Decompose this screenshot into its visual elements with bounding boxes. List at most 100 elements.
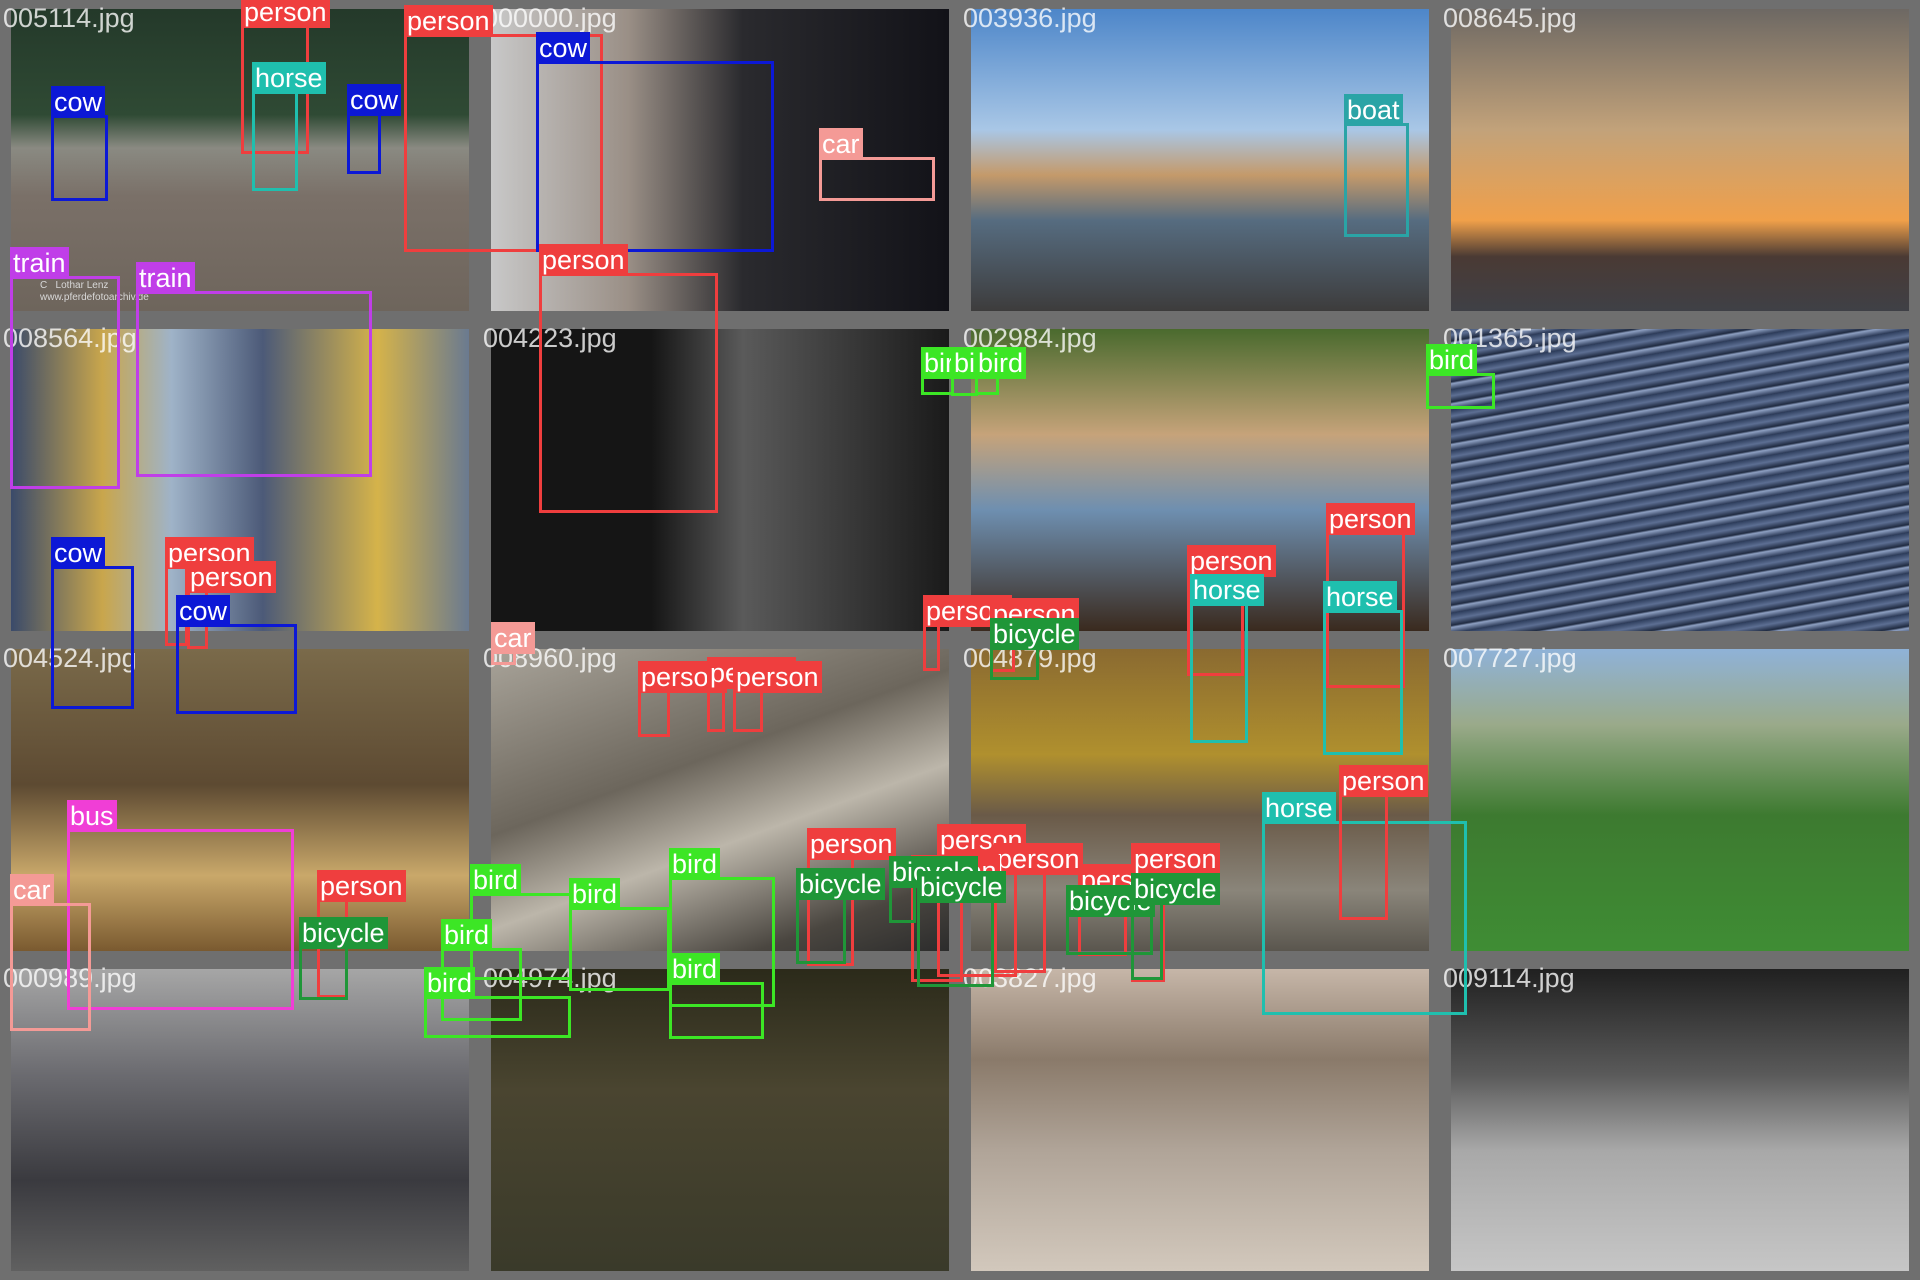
detection-box-bird: bird <box>975 347 1027 395</box>
detection-box-train: train <box>136 262 372 477</box>
detection-box-person: person <box>807 828 896 966</box>
detection-label: person <box>404 5 493 37</box>
detection-label: person <box>1187 545 1276 577</box>
detection-label: bird <box>569 878 621 910</box>
detection-box-bicycle: bicycle <box>990 618 1079 680</box>
detection-box-cow: cow <box>51 537 134 709</box>
detection-box-person: person <box>539 244 718 513</box>
tile-photo <box>491 969 949 1271</box>
detection-label: bird <box>975 347 1027 379</box>
detection-label: person <box>539 244 628 276</box>
mosaic-tile: 005114.jpg C Lothar Lenz www.pferdefotoar… <box>0 0 480 320</box>
detection-label: bird <box>1426 344 1478 376</box>
detection-box-person: person <box>638 661 727 737</box>
detection-label: person <box>241 0 330 28</box>
detection-box-bird: bird <box>424 967 571 1038</box>
detection-label: bird <box>424 967 476 999</box>
detection-label: cow <box>176 595 231 627</box>
mosaic-tile: 003827.jpg <box>960 960 1440 1280</box>
detection-label: person <box>1131 843 1220 875</box>
detection-box-boat: boat <box>1344 94 1409 237</box>
detection-box-cow: cow <box>536 32 774 252</box>
detection-box-cow: cow <box>51 86 108 201</box>
tile-filename: 005114.jpg <box>3 3 135 33</box>
detection-label: bicycle <box>990 618 1079 650</box>
detection-box-bird: bird <box>1426 344 1495 409</box>
detection-box-bus: bus <box>67 800 294 1010</box>
detection-label: bird <box>669 848 721 880</box>
tile-filename: 007727.jpg <box>1443 643 1577 673</box>
detection-box-person: person <box>1326 503 1415 688</box>
detection-box-horse: horse <box>1190 574 1264 743</box>
detection-label: train <box>10 247 69 279</box>
tile-photo <box>11 9 469 311</box>
detection-label: bicycle <box>796 868 885 900</box>
tile-photo <box>971 9 1429 311</box>
detection-label: bicycle <box>1131 873 1220 905</box>
tile-photo <box>1451 969 1909 1271</box>
mosaic-tile: 004223.jpg <box>480 320 960 640</box>
detection-label: cow <box>51 537 106 569</box>
detection-box-bicycle: bicycle <box>1131 873 1220 980</box>
mosaic-tile: 000989.jpg <box>0 960 480 1280</box>
tile-photo <box>1451 9 1909 311</box>
mosaic-tile: 004974.jpg <box>480 960 960 1280</box>
detection-label: bird <box>470 864 522 896</box>
detection-box-person: person <box>707 657 796 732</box>
detection-box-person: person <box>994 843 1083 973</box>
tile-photo <box>971 969 1429 1271</box>
tile-filename: 003827.jpg <box>963 963 1097 993</box>
detection-label: person <box>1326 503 1415 535</box>
tile-filename: 004524.jpg <box>3 643 137 673</box>
mosaic-tile: 007727.jpg <box>1440 640 1920 960</box>
detection-box-cow: cow <box>347 84 402 174</box>
mosaic-tile: 008645.jpg <box>1440 0 1920 320</box>
detection-box-bicycle: bicycle <box>917 871 1006 987</box>
tile-filename: 000000.jpg <box>483 3 617 33</box>
tile-filename: 003936.jpg <box>963 3 1097 33</box>
detection-label: car <box>10 874 54 906</box>
detection-box-person: person <box>923 595 1012 671</box>
detection-box-cow: cow <box>176 595 297 714</box>
detection-label: person <box>807 828 896 860</box>
tile-filename: 008645.jpg <box>1443 3 1577 33</box>
detection-label: bicycle <box>917 871 1006 903</box>
tile-photo <box>491 329 949 631</box>
detection-label: horse <box>252 62 326 94</box>
tile-photo <box>491 649 949 951</box>
tile-photo <box>1451 649 1909 951</box>
detection-label: car <box>819 128 863 160</box>
detection-label: person <box>994 843 1083 875</box>
detection-box-person: person <box>404 5 603 252</box>
detection-label: bus <box>67 800 117 832</box>
detection-label: car <box>491 622 535 654</box>
detection-box-horse: horse <box>1262 792 1467 1015</box>
detection-box-bird: bird <box>951 347 1003 396</box>
mosaic-tile: 009114.jpg <box>1440 960 1920 1280</box>
detection-label: horse <box>1323 581 1397 613</box>
detection-label: bicycle <box>299 917 388 949</box>
mosaic-tile: 008960.jpg <box>480 640 960 960</box>
detection-label: person <box>733 661 822 693</box>
tile-photo <box>1451 329 1909 631</box>
detection-box-person: person <box>1187 545 1276 676</box>
detection-label: boat <box>1344 94 1403 126</box>
mosaic-tile: 001365.jpg <box>1440 320 1920 640</box>
tile-photo <box>11 969 469 1271</box>
mosaic-tile: 003936.jpg <box>960 0 1440 320</box>
detection-box-bird: bird <box>669 953 764 1039</box>
detection-label: cow <box>51 86 106 118</box>
detection-label: cow <box>536 32 591 64</box>
detection-box-person: person <box>187 561 276 649</box>
detection-label: person <box>1339 765 1428 797</box>
detection-box-person: person <box>1339 765 1428 920</box>
detection-box-bicycle: bicycle <box>299 917 388 1000</box>
detection-label: person <box>187 561 276 593</box>
detection-label: bird <box>669 953 721 985</box>
detection-box-bicycle: bicycle <box>889 856 978 923</box>
detection-label: person <box>317 870 406 902</box>
tile-filename: 008564.jpg <box>3 323 137 353</box>
detection-box-car: car <box>10 874 91 1031</box>
photo-credit: C Lothar Lenz www.pferdefotoarchiv.de <box>40 280 149 303</box>
